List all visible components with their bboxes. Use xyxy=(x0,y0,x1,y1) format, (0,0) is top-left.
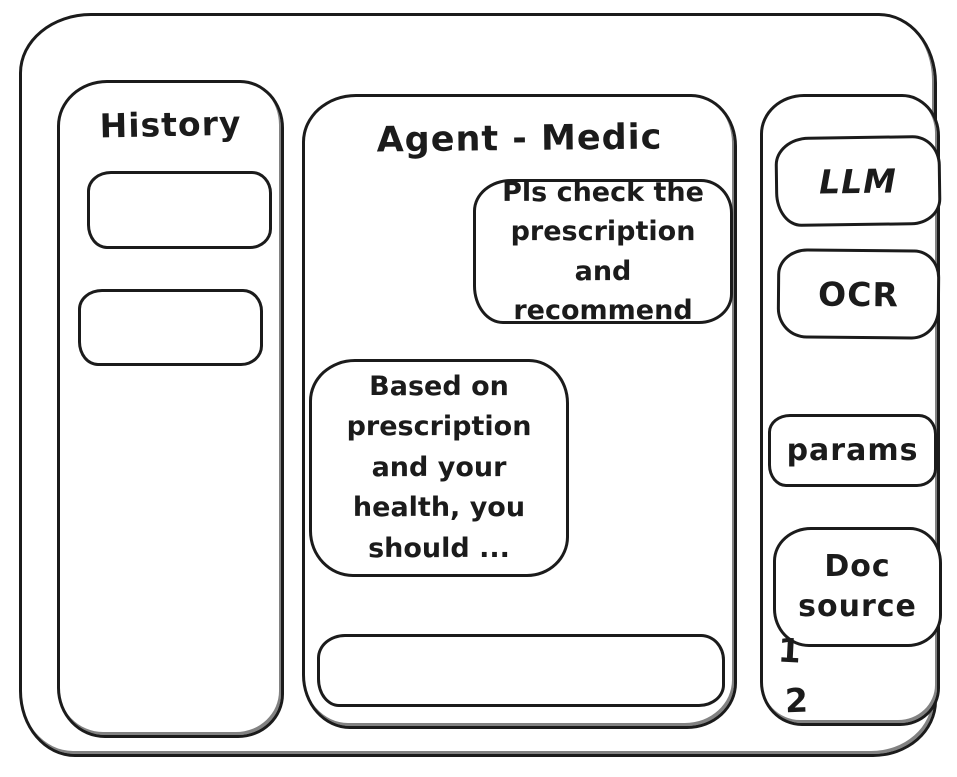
history-list-item[interactable] xyxy=(78,289,263,366)
doc-source-button[interactable]: Doc source xyxy=(773,527,942,647)
doc-source-button-label: Doc source xyxy=(798,548,917,625)
params-button-label: params xyxy=(786,433,919,468)
doc-source-item-2[interactable]: 2 xyxy=(784,680,809,721)
llm-button[interactable]: LLM xyxy=(774,134,942,228)
params-button[interactable]: params xyxy=(768,414,937,487)
user-message-text: Pls check the prescription and recommend xyxy=(502,177,704,326)
chat-panel-title: Agent - Medic xyxy=(376,117,663,161)
history-list-item[interactable] xyxy=(87,171,272,249)
agent-message-text: Based on prescription and your health, y… xyxy=(346,370,532,564)
chat-panel: Agent - Medic Pls check the prescription… xyxy=(302,94,737,729)
agent-message-bubble: Based on prescription and your health, y… xyxy=(309,359,569,577)
doc-source-item-1[interactable]: 1 xyxy=(776,630,802,671)
message-input[interactable] xyxy=(317,634,725,707)
tools-panel: LLM OCR params Doc source 1 2 xyxy=(760,94,942,726)
ocr-button[interactable]: OCR xyxy=(776,248,941,340)
app-window-frame: History Agent - Medic Pls check the pres… xyxy=(19,13,942,757)
llm-button-label: LLM xyxy=(818,160,898,202)
ocr-button-label: OCR xyxy=(817,274,900,314)
user-message-bubble: Pls check the prescription and recommend xyxy=(473,177,733,326)
history-panel-title: History xyxy=(99,103,242,146)
history-panel: History xyxy=(57,80,284,738)
